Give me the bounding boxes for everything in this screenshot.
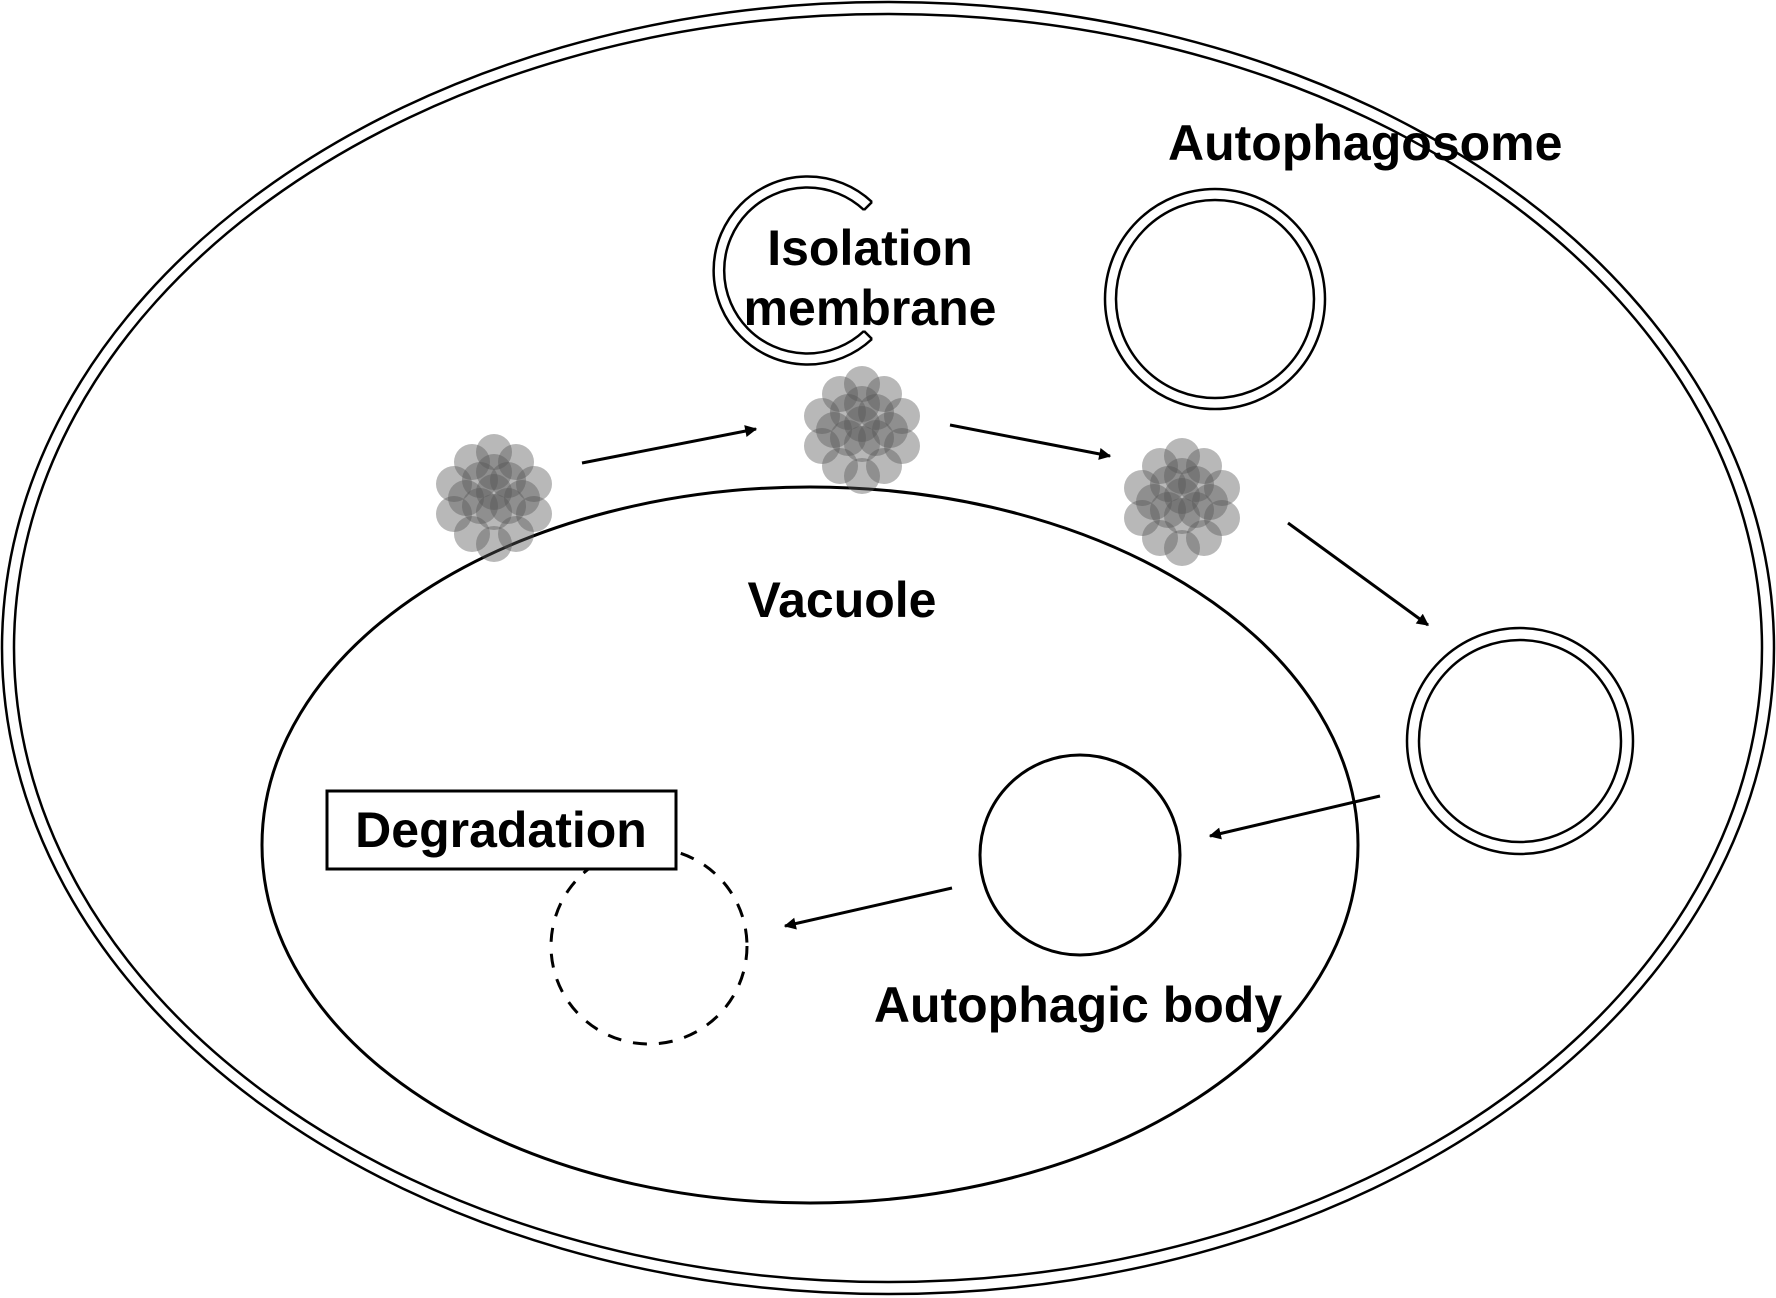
label-isolation-membrane: Isolation membrane (744, 218, 997, 338)
cargo-particle (1186, 448, 1222, 484)
cargo-particle (844, 458, 880, 494)
cargo-particle (1164, 478, 1200, 514)
cargo-cluster (1124, 438, 1240, 566)
cargo-particle (1124, 500, 1160, 536)
cargo-particle (866, 448, 902, 484)
cargo-particle (476, 454, 512, 490)
cargo-particle (804, 398, 840, 434)
degrading-body (549, 846, 749, 1046)
cargo-particle (476, 434, 512, 470)
cargo-particle (516, 496, 552, 532)
cargo-particle (1164, 530, 1200, 566)
cargo-particle (830, 420, 866, 456)
cargo-particle (1150, 466, 1186, 502)
cargo-cluster (804, 366, 920, 494)
cargo-particle (1142, 448, 1178, 484)
label-isolation-line2: membrane (743, 280, 997, 336)
cargo-particle (1192, 484, 1228, 520)
cargo-particle (858, 394, 894, 430)
cargo-particle (476, 526, 512, 562)
cargo-particle (1142, 520, 1178, 556)
cargo-particle (822, 376, 858, 412)
label-vacuole: Vacuole (747, 572, 937, 628)
isolation-membrane (712, 175, 873, 366)
cargo-particle (476, 494, 512, 530)
cargo-particle (804, 428, 840, 464)
cargo-particle (462, 488, 498, 524)
cargo-cluster (436, 434, 552, 562)
cargo-particle (436, 496, 472, 532)
cargo-particle (1150, 492, 1186, 528)
cargo-particle (816, 412, 852, 448)
label-isolation-line1: Isolation (767, 220, 973, 276)
cargo-particle (1204, 500, 1240, 536)
cargo-particle (858, 420, 894, 456)
label-degradation: Degradation (355, 802, 647, 858)
cargo-particle (1178, 492, 1214, 528)
cargo-particle (476, 474, 512, 510)
cargo-particle (504, 480, 540, 516)
cargo-particle (844, 386, 880, 422)
autophagic-body (978, 753, 1182, 957)
arrow-autophagic-body-to-degradation (783, 886, 953, 930)
arrow-isolation-to-autophagosome (949, 423, 1112, 460)
cargo-particle (454, 444, 490, 480)
cargo-particle (884, 428, 920, 464)
arrow-to-vacuole-fusion (1287, 521, 1429, 627)
cargo-particle (1178, 466, 1214, 502)
cargo-particle (1186, 520, 1222, 556)
cargo-particle (844, 426, 880, 462)
arrow-fusion-to-autophagic-body (1208, 794, 1381, 840)
cargo-particle (830, 394, 866, 430)
cargo-particle (454, 516, 490, 552)
cargo-particle (1124, 470, 1160, 506)
cargo-particle (1164, 438, 1200, 474)
cargo-particle (1204, 470, 1240, 506)
cargo-particle (462, 462, 498, 498)
vacuole (260, 485, 1360, 1205)
cargo-particle (866, 376, 902, 412)
cargo-particle (844, 406, 880, 442)
cargo-particle (1136, 484, 1172, 520)
label-autophagic-body: Autophagic body (873, 977, 1283, 1033)
cargo-particle (448, 480, 484, 516)
cargo-particle (498, 444, 534, 480)
cargo-particle (822, 448, 858, 484)
degradation-box (325, 789, 678, 871)
cargo-particle (490, 462, 526, 498)
cargo-particle (436, 466, 472, 502)
autophagosome (1103, 187, 1327, 411)
fusing-autophagosome (1405, 626, 1635, 856)
arrow-cargo-to-isolation (581, 425, 758, 465)
label-autophagosome: Autophagosome (1168, 115, 1563, 171)
cargo-particle (884, 398, 920, 434)
cargo-particle (1164, 498, 1200, 534)
cargo-particle (844, 366, 880, 402)
cargo-particle (516, 466, 552, 502)
cargo-particle (1164, 458, 1200, 494)
cargo-particle (872, 412, 908, 448)
cargo-particle (498, 516, 534, 552)
cargo-particle (490, 488, 526, 524)
